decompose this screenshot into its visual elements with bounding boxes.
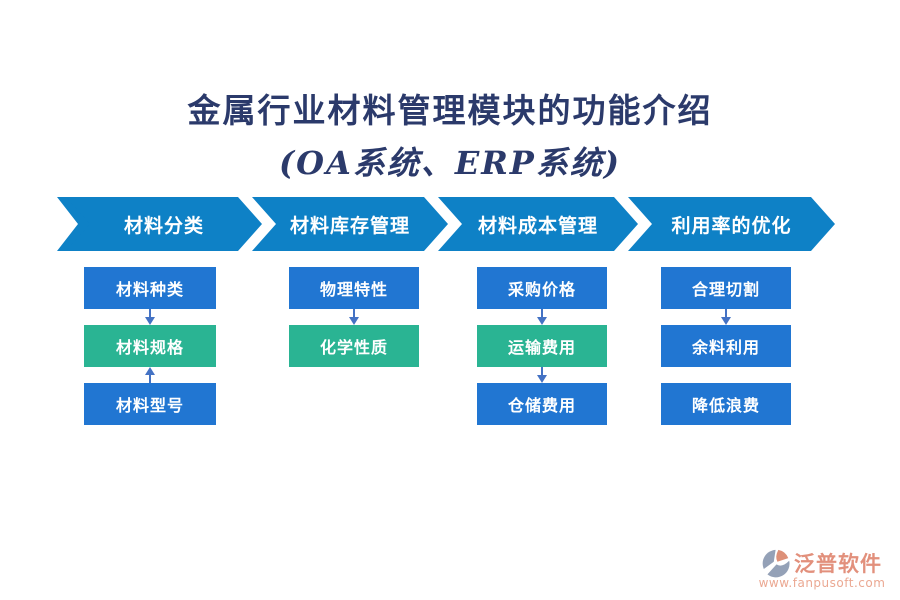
arrow-down-icon xyxy=(84,309,216,325)
stage-chevron-cost-management: 材料成本管理 xyxy=(438,197,638,251)
vendor-url: www.fanpusoft.com xyxy=(758,576,886,590)
stage-banner-row: 材料分类 材料库存管理 材料成本管理 利用率的优化 xyxy=(0,197,900,251)
arrow-down-icon xyxy=(661,309,791,325)
arrow-down-icon xyxy=(477,367,607,383)
page-title: 金属行业材料管理模块的功能介绍 xyxy=(187,91,713,130)
stage-chevron-material-classification: 材料分类 xyxy=(66,197,262,251)
node-box: 材料种类 xyxy=(84,267,216,309)
connector-gap xyxy=(661,367,791,383)
arrow-up-icon xyxy=(84,367,216,383)
arrow-down-icon xyxy=(289,309,419,325)
column-material-classification: 材料种类 材料规格 材料型号 xyxy=(84,267,216,425)
vendor-watermark: 泛普软件 www.fanpusoft.com xyxy=(748,548,896,590)
node-box: 余料利用 xyxy=(661,325,791,367)
stage-chevron-inventory-management: 材料库存管理 xyxy=(252,197,448,251)
vendor-name: 泛普软件 xyxy=(794,552,882,576)
node-box: 材料型号 xyxy=(84,383,216,425)
node-box: 运输费用 xyxy=(477,325,607,367)
node-box: 物理特性 xyxy=(289,267,419,309)
node-box: 材料规格 xyxy=(84,325,216,367)
page-subtitle: (OA系统、ERP系统) xyxy=(278,144,622,182)
column-inventory-management: 物理特性 化学性质 xyxy=(289,267,419,367)
stage-chevron-utilization-optimization: 利用率的优化 xyxy=(628,197,835,251)
column-utilization-optimization: 合理切割 余料利用 降低浪费 xyxy=(661,267,791,425)
node-box: 降低浪费 xyxy=(661,383,791,425)
column-cost-management: 采购价格 运输费用 仓储费用 xyxy=(477,267,607,425)
arrow-down-icon xyxy=(477,309,607,325)
fanpu-logo-icon xyxy=(762,549,791,578)
node-box: 仓储费用 xyxy=(477,383,607,425)
node-box: 采购价格 xyxy=(477,267,607,309)
title-block: 金属行业材料管理模块的功能介绍 (OA系统、ERP系统) xyxy=(0,84,900,184)
node-box: 合理切割 xyxy=(661,267,791,309)
node-box: 化学性质 xyxy=(289,325,419,367)
